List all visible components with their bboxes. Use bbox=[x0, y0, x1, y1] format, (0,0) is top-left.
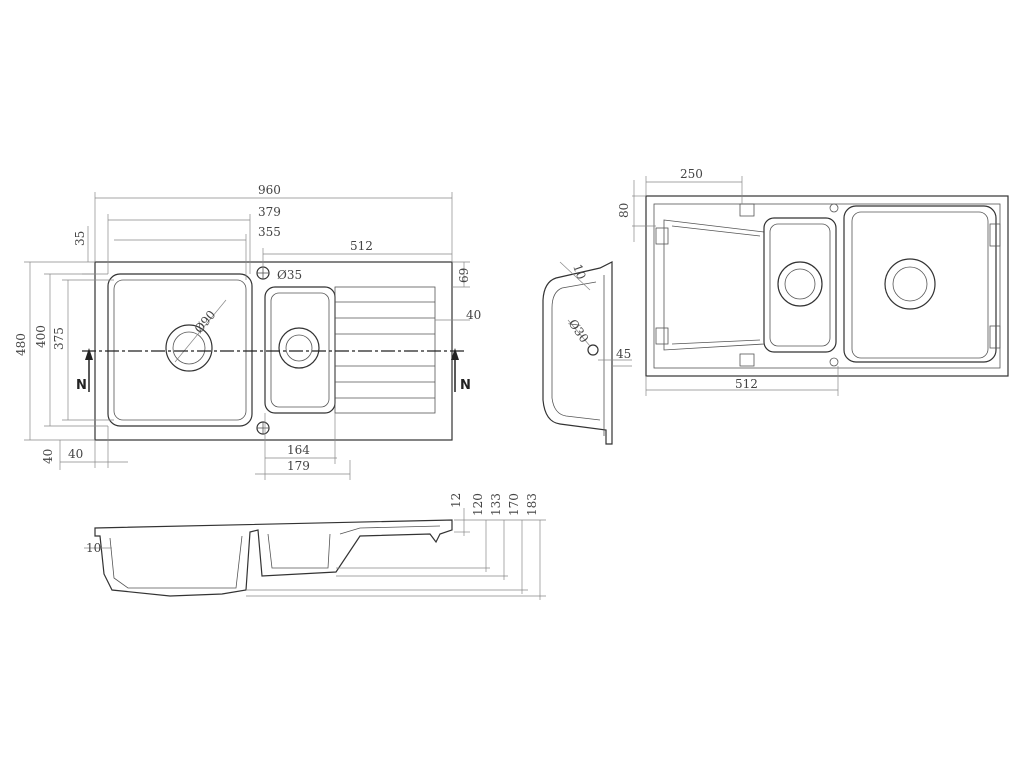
section-arrow-right bbox=[451, 348, 459, 392]
dim-overflow-hole: Ø30 bbox=[566, 317, 592, 346]
section-label-left: N bbox=[76, 378, 87, 393]
cut-outer bbox=[645, 195, 1009, 377]
side-inner bbox=[551, 281, 601, 421]
cut-clip-5 bbox=[989, 223, 1001, 247]
waste-leader bbox=[174, 299, 227, 363]
cut-mount-1 bbox=[829, 203, 839, 213]
dim-overflow-offset: 45 bbox=[616, 347, 631, 361]
small-bowl-inner bbox=[270, 292, 330, 408]
side-outer bbox=[542, 261, 613, 445]
dim-profile-rim: 10 bbox=[86, 541, 101, 555]
dim-drainer-depth: 69 bbox=[457, 268, 471, 283]
cut-small-waste-inner bbox=[784, 268, 816, 300]
cut-clip-2 bbox=[655, 327, 669, 345]
dim-tap-hole: Ø35 bbox=[277, 268, 302, 282]
bottom-dimension-lines bbox=[255, 413, 351, 480]
small-bowl-outer bbox=[264, 286, 336, 414]
dim-overall-width: 960 bbox=[258, 183, 281, 197]
dim-bowl-inner-depth: 375 bbox=[52, 327, 66, 350]
cut-clip-3 bbox=[739, 203, 755, 217]
dim-bowl-inner-width: 355 bbox=[258, 225, 281, 239]
top-view: N N 960 379 355 512 35 bbox=[14, 183, 481, 480]
top-dimension-lines bbox=[82, 192, 470, 321]
dim-small-bowl-inner: 164 bbox=[287, 443, 310, 457]
dim-profile-h2: 120 bbox=[471, 493, 485, 516]
overflow-hole bbox=[587, 344, 599, 356]
large-bowl-outer bbox=[107, 273, 253, 427]
side-section: 10 Ø30 45 bbox=[542, 261, 632, 445]
profile-dimension-lines bbox=[84, 508, 546, 600]
overflow-leader bbox=[567, 319, 591, 347]
dim-bowl-depth: 400 bbox=[34, 325, 48, 348]
cut-small-bowl bbox=[763, 217, 837, 353]
profile-outline bbox=[94, 519, 453, 597]
cut-clip-4 bbox=[739, 353, 755, 367]
cut-small-waste bbox=[777, 261, 823, 307]
dim-cut-2: 80 bbox=[617, 203, 631, 218]
small-waste-inner bbox=[285, 334, 313, 362]
dim-bowl-width: 379 bbox=[258, 205, 281, 219]
dim-profile-h3: 133 bbox=[489, 493, 503, 516]
cut-drainer-line-2 bbox=[671, 339, 761, 345]
profile-inner-2 bbox=[267, 533, 331, 569]
large-waste-outer bbox=[165, 324, 213, 372]
dim-tap-offset: 35 bbox=[73, 231, 87, 246]
cut-inner bbox=[653, 203, 1001, 369]
drainer-ribs bbox=[335, 301, 435, 399]
cut-clip-1 bbox=[655, 227, 669, 245]
cut-dimension-lines bbox=[632, 176, 839, 396]
large-bowl-inner bbox=[113, 279, 247, 421]
cut-drainer-line-1 bbox=[671, 225, 761, 237]
cut-large-waste bbox=[884, 258, 936, 310]
dim-bottom-margin: 40 bbox=[41, 449, 55, 464]
left-dimension-lines bbox=[24, 261, 128, 470]
dim-drainer-width: 512 bbox=[350, 239, 373, 253]
dim-profile-h1: 12 bbox=[449, 493, 463, 508]
dim-cut-1: 250 bbox=[680, 167, 703, 181]
cut-large-bowl-inner bbox=[851, 211, 989, 359]
dim-left-margin: 40 bbox=[68, 447, 83, 461]
section-arrow-left bbox=[85, 348, 93, 392]
angle-leader bbox=[559, 261, 591, 291]
cut-view: 250 80 512 bbox=[617, 167, 1009, 396]
dim-overall-depth: 480 bbox=[14, 333, 28, 356]
profile-view: 12 120 133 170 183 10 bbox=[84, 493, 546, 600]
dim-side-angle: 10 bbox=[570, 262, 588, 281]
cut-large-bowl bbox=[843, 205, 997, 363]
dim-waste-large: Ø90 bbox=[192, 308, 219, 336]
large-waste-inner bbox=[172, 331, 206, 365]
dim-profile-h4: 170 bbox=[507, 493, 521, 516]
profile-drainer bbox=[339, 525, 441, 535]
dim-profile-h5: 183 bbox=[525, 493, 539, 516]
section-label-right: N bbox=[460, 378, 471, 393]
cut-mount-2 bbox=[829, 357, 839, 367]
cut-drainer bbox=[663, 219, 765, 351]
dim-small-bowl-outer: 179 bbox=[287, 459, 310, 473]
drainer-area bbox=[334, 286, 436, 414]
small-waste-outer bbox=[278, 327, 320, 369]
cut-clip-6 bbox=[989, 325, 1001, 349]
dim-cut-3: 512 bbox=[735, 377, 758, 391]
dim-drainer-edge: 40 bbox=[466, 308, 481, 322]
cut-large-waste-inner bbox=[892, 266, 928, 302]
profile-inner-1 bbox=[109, 535, 243, 589]
cut-small-bowl-inner bbox=[769, 223, 831, 347]
